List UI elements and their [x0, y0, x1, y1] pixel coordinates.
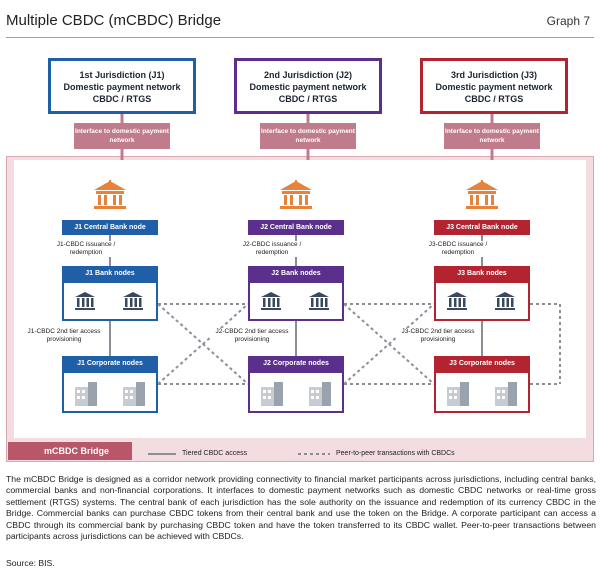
j1-provisioning-label: J1-CBDC 2nd tier access provisioning	[22, 328, 106, 344]
page-title: Multiple CBDC (mCBDC) Bridge	[6, 12, 222, 29]
j1-jurisdiction-name: 1st Jurisdiction (J1)	[79, 70, 165, 80]
j3-interface: Interface to domestic payment network	[444, 123, 540, 149]
bank-icon	[495, 292, 515, 310]
j2-central-bank-node: J2 Central Bank node	[248, 220, 344, 235]
j3-bank-nodes-header: J3 Bank nodes	[434, 266, 530, 281]
connector-lines	[109, 114, 561, 455]
j1-cbdc-rtgs: CBDC / RTGS	[92, 94, 152, 104]
j2-interface: Interface to domestic payment network	[260, 123, 356, 149]
j1-domestic-network: Domestic payment network	[63, 82, 181, 92]
title-rule	[6, 37, 594, 38]
j2-issuance-label: J2-CBDC issuance / redemption	[242, 241, 302, 257]
bridge-label: mCBDC Bridge	[8, 442, 132, 460]
j3-bank-nodes-box	[434, 281, 530, 321]
p2p-cross-2	[157, 303, 249, 385]
j3-jurisdiction-name: 3rd Jurisdiction (J3)	[450, 70, 538, 80]
j2-corporate-nodes-header: J2 Corporate nodes	[248, 356, 344, 371]
j1-issuance-label: J1-CBDC issuance / redemption	[56, 241, 116, 257]
office-building-icon	[123, 382, 145, 406]
j3-central-bank-icon	[466, 180, 498, 209]
bank-icon	[75, 292, 95, 310]
bank-icon	[123, 292, 143, 310]
j3-provisioning-label: J3-CBDC 2nd tier access provisioning	[396, 328, 480, 344]
j2-cbdc-rtgs: CBDC / RTGS	[278, 94, 338, 104]
source-note: Source: BIS.	[6, 558, 55, 568]
j3-central-bank-node: J3 Central Bank node	[434, 220, 530, 235]
j2-domestic-network: Domestic payment network	[249, 82, 367, 92]
mcbdc-diagram: 1st Jurisdiction (J1) Domestic payment n…	[0, 38, 600, 470]
j1-corporate-nodes-box	[62, 371, 158, 413]
j1-central-bank-node: J1 Central Bank node	[62, 220, 158, 235]
p2p-cross-4	[343, 303, 435, 385]
graph-label: Graph 7	[546, 14, 590, 28]
caption: The mCBDC Bridge is designed as a corrid…	[6, 474, 596, 542]
j1-central-bank-icon	[94, 180, 126, 209]
bank-icon	[447, 292, 467, 310]
j2-central-bank-icon	[280, 180, 312, 209]
bank-icon	[261, 292, 281, 310]
j1-jurisdiction-box: 1st Jurisdiction (J1) Domestic payment n…	[48, 58, 196, 114]
legend-p2p-label: Peer-to-peer transactions with CBDCs	[336, 450, 455, 457]
j3-corporate-nodes-header: J3 Corporate nodes	[434, 356, 530, 371]
office-building-icon	[261, 382, 283, 406]
j3-jurisdiction-box: 3rd Jurisdiction (J3) Domestic payment n…	[420, 58, 568, 114]
j2-corporate-nodes-box	[248, 371, 344, 413]
legend-tiered-label: Tiered CBDC access	[182, 450, 248, 457]
j1-bank-nodes-header: J1 Bank nodes	[62, 266, 158, 281]
office-building-icon	[309, 382, 331, 406]
j2-bank-nodes-header: J2 Bank nodes	[248, 266, 344, 281]
j1-corporate-nodes-header: J1 Corporate nodes	[62, 356, 158, 371]
j2-jurisdiction-name: 2nd Jurisdiction (J2)	[263, 70, 352, 80]
office-building-icon	[75, 382, 97, 406]
j3-cbdc-rtgs: CBDC / RTGS	[464, 94, 524, 104]
j1-interface: Interface to domestic payment network	[74, 123, 170, 149]
j2-provisioning-label: J2-CBDC 2nd tier access provisioning	[210, 328, 294, 344]
j3-issuance-label: J3-CBDC issuance / redemption	[428, 241, 488, 257]
office-building-icon	[495, 382, 517, 406]
header: Multiple CBDC (mCBDC) Bridge Graph 7	[6, 4, 594, 36]
j3-corporate-nodes-box	[434, 371, 530, 413]
bank-icon	[309, 292, 329, 310]
j1-bank-nodes-box	[62, 281, 158, 321]
j3-domestic-network: Domestic payment network	[435, 82, 553, 92]
office-building-icon	[447, 382, 469, 406]
j2-jurisdiction-box: 2nd Jurisdiction (J2) Domestic payment n…	[234, 58, 382, 114]
j2-bank-nodes-box	[248, 281, 344, 321]
